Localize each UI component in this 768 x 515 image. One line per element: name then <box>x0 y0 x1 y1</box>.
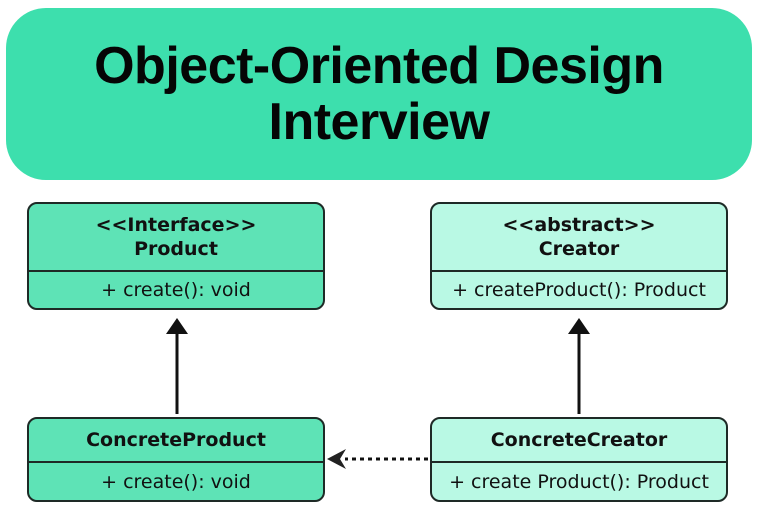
class-method: + create(): void <box>101 470 251 493</box>
class-name: Creator <box>538 238 620 260</box>
class-name: ConcreteCreator <box>490 429 668 451</box>
class-box-creator: <<abstract>> Creator + createProduct(): … <box>430 202 728 310</box>
title-line-2: Interview <box>268 93 490 151</box>
class-name: ConcreteProduct <box>86 429 266 451</box>
class-box-product: <<Interface>> Product + create(): void <box>27 202 325 310</box>
class-methods: + create(): void <box>29 463 323 500</box>
class-method: + create Product(): Product <box>449 470 709 493</box>
class-methods: + create Product(): Product <box>432 463 726 500</box>
title-banner: Object-Oriented Design Interview <box>6 8 752 180</box>
class-box-concrete-product: ConcreteProduct + create(): void <box>27 417 325 502</box>
class-methods: + createProduct(): Product <box>432 272 726 308</box>
class-methods: + create(): void <box>29 272 323 308</box>
arrow-dependency-creator-to-product <box>327 449 428 469</box>
class-method: + create(): void <box>101 279 251 301</box>
arrow-concrete-creator-to-creator <box>568 318 590 414</box>
class-header: ConcreteProduct <box>29 419 323 463</box>
class-name: Product <box>134 238 218 260</box>
arrowhead-icon <box>166 318 188 334</box>
class-header: <<abstract>> Creator <box>432 204 726 272</box>
class-stereotype: <<Interface>> <box>95 214 257 236</box>
arrow-concrete-product-to-product <box>166 318 188 414</box>
class-stereotype: <<abstract>> <box>502 214 656 236</box>
arrowhead-icon <box>327 449 346 469</box>
title-line-1: Object-Oriented Design <box>94 37 664 95</box>
arrowhead-icon <box>568 318 590 334</box>
class-method: + createProduct(): Product <box>452 279 706 301</box>
class-header: ConcreteCreator <box>432 419 726 463</box>
class-header: <<Interface>> Product <box>29 204 323 272</box>
class-box-concrete-creator: ConcreteCreator + create Product(): Prod… <box>430 417 728 502</box>
